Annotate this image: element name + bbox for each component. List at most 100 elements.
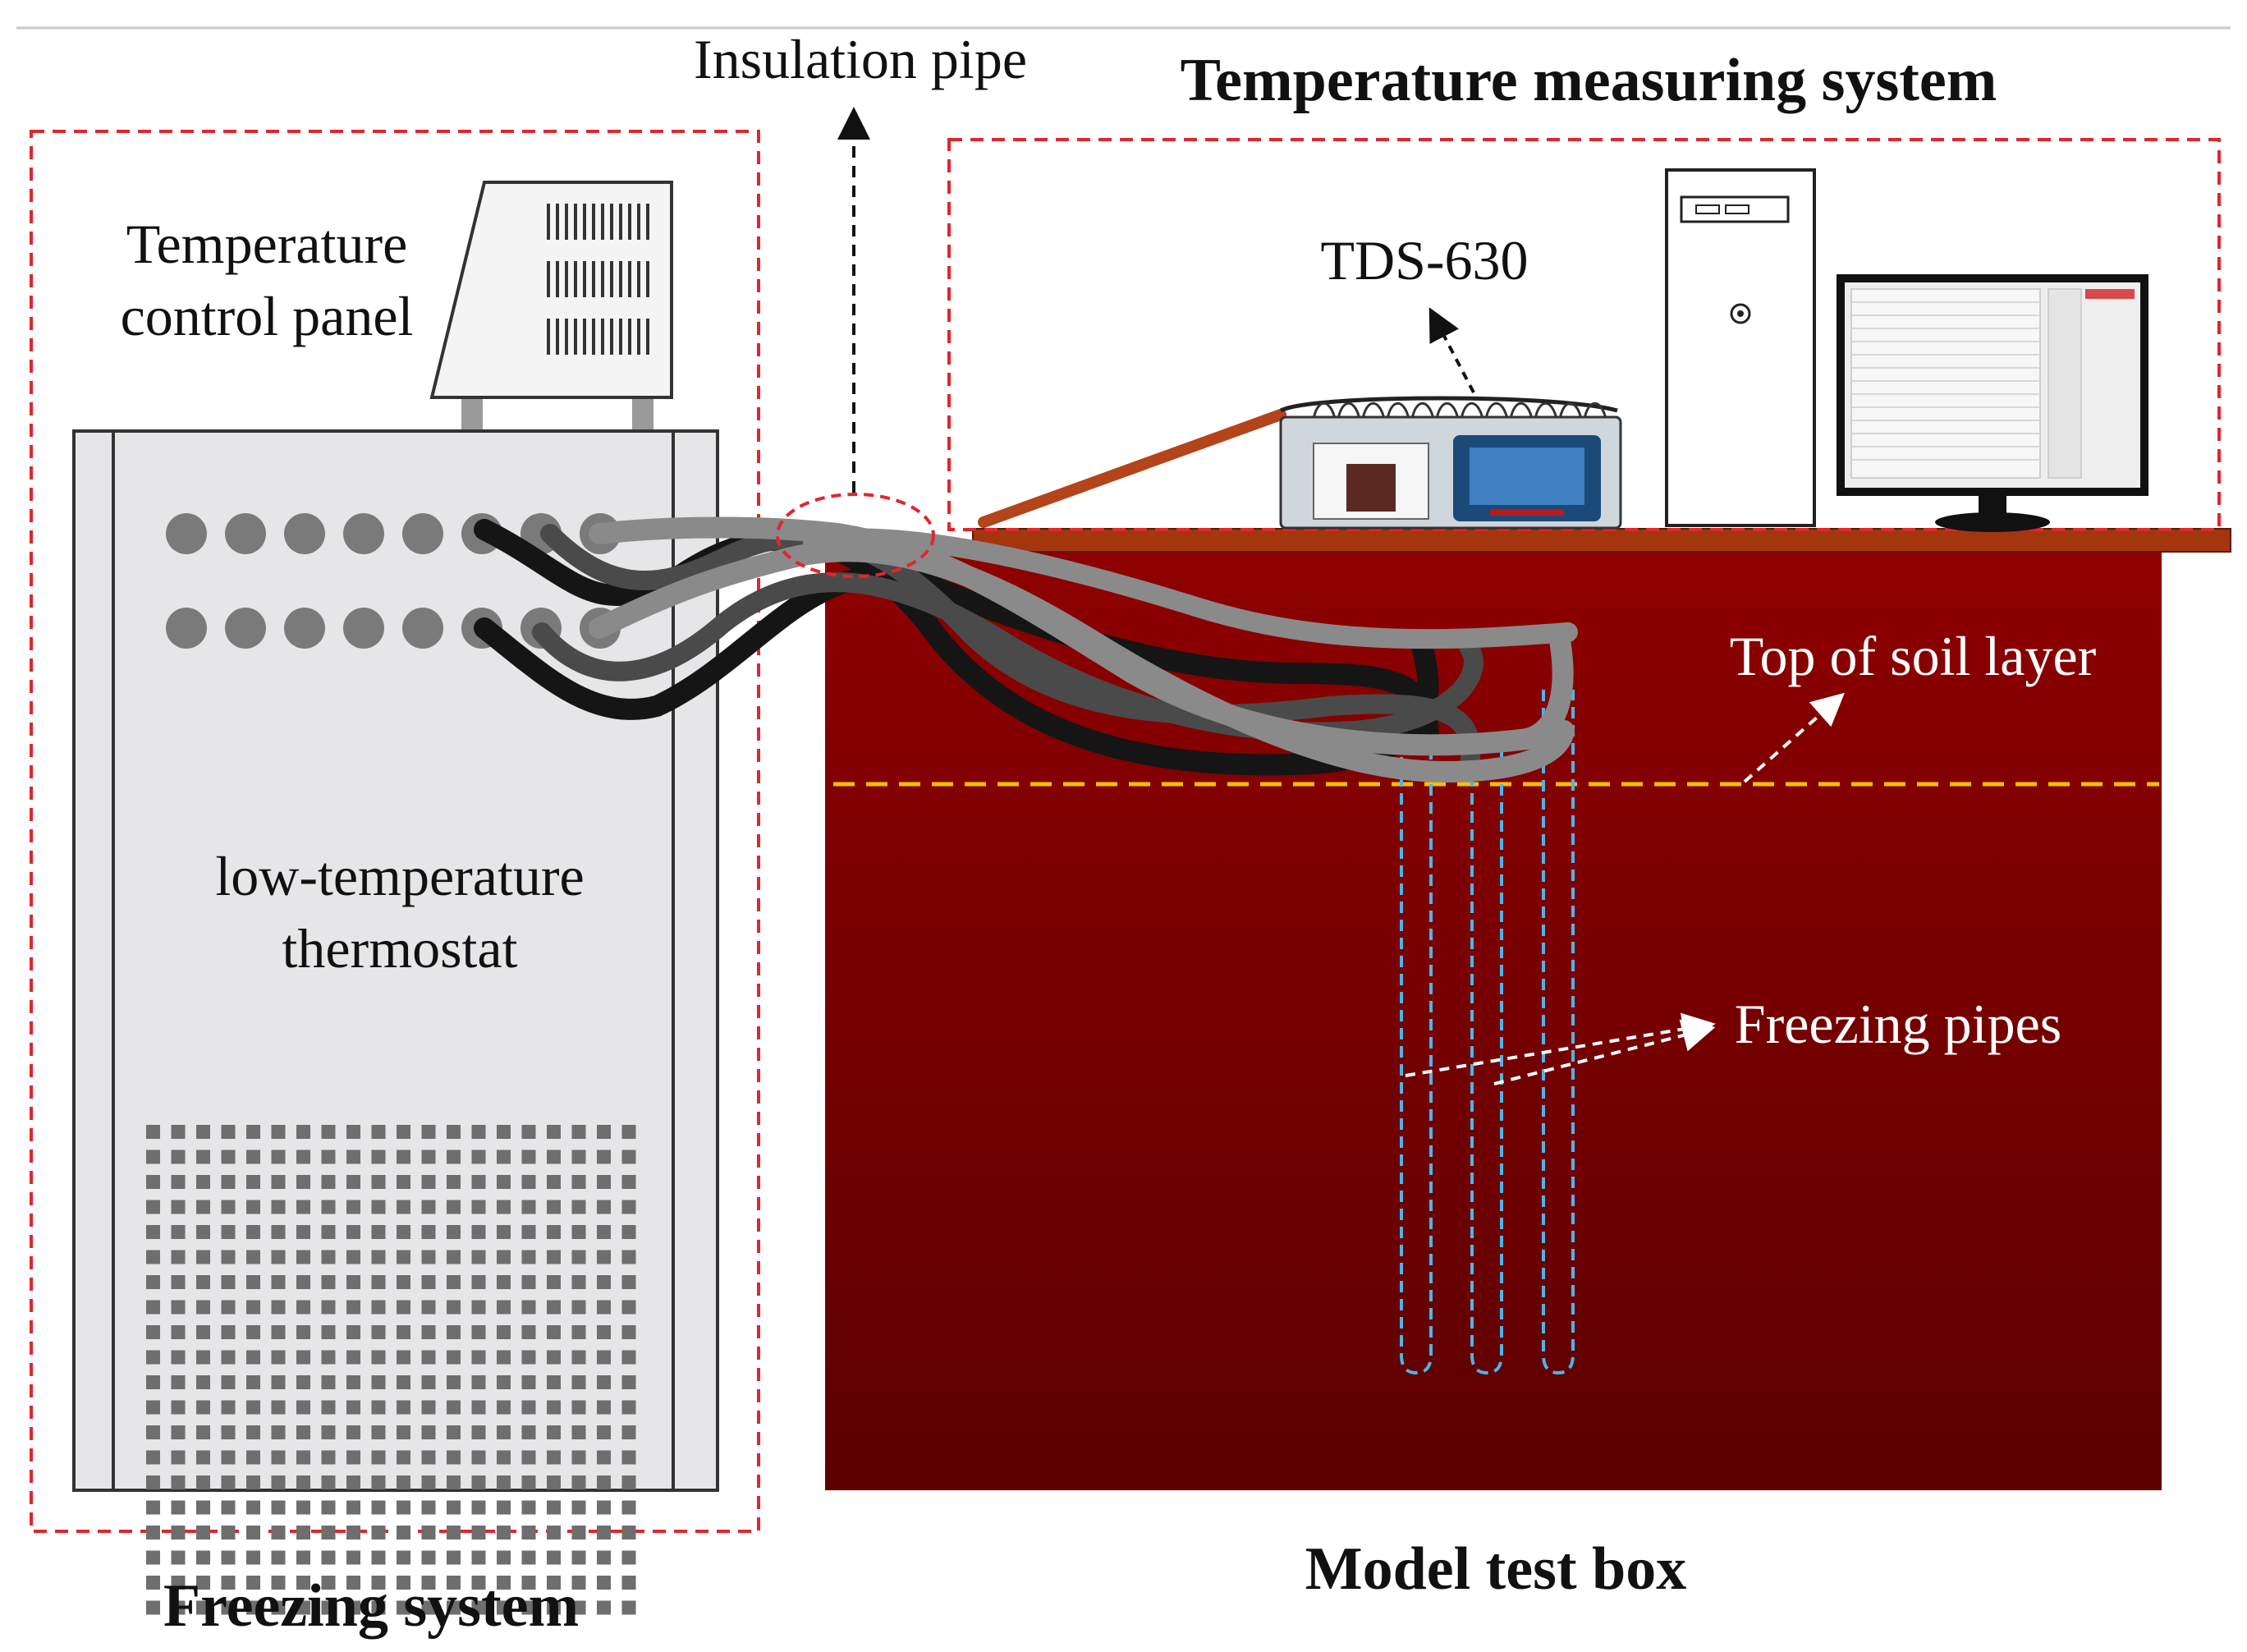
vent-hole [246, 1125, 260, 1139]
vent-hole [146, 1375, 160, 1389]
vent-hole [296, 1550, 310, 1565]
vent-hole [521, 1526, 536, 1540]
top-of-soil-arrow [1743, 692, 1845, 783]
vent-hole [497, 1550, 511, 1565]
vent-hole [621, 1425, 636, 1439]
vent-hole [146, 1600, 160, 1615]
vent-hole [321, 1175, 336, 1189]
vent-hole [421, 1475, 436, 1489]
vent-hole [321, 1600, 336, 1615]
port-dot [402, 608, 443, 649]
vent-hole [246, 1250, 260, 1264]
vent-hole [497, 1375, 511, 1389]
vent-hole [321, 1250, 336, 1264]
vent-hole [421, 1200, 436, 1214]
vent-hole [571, 1175, 586, 1189]
logger-wire [1312, 402, 1337, 420]
tds-630-arrow [1428, 307, 1475, 393]
vent-hole [447, 1300, 461, 1315]
vent-hole [597, 1175, 611, 1189]
vent-hole [296, 1175, 310, 1189]
vent-hole [497, 1325, 511, 1339]
vent-hole [521, 1400, 536, 1415]
vent-hole [371, 1250, 386, 1264]
vent-hole [171, 1600, 186, 1615]
vent-hole [346, 1200, 360, 1214]
vent-hole [597, 1375, 611, 1389]
logger-wire [1386, 402, 1410, 420]
vent-hole [371, 1150, 386, 1164]
vent-hole [146, 1400, 160, 1415]
vent-hole [547, 1275, 561, 1289]
vent-hole [497, 1125, 511, 1139]
vent-hole [371, 1375, 386, 1389]
vent-hole [221, 1500, 236, 1515]
vent-hole [421, 1350, 436, 1365]
vent-hole [246, 1526, 260, 1540]
vent-hole [221, 1526, 236, 1540]
vent-hole [196, 1500, 210, 1515]
vent-hole [547, 1175, 561, 1189]
vent-hole [321, 1350, 336, 1365]
vent-hole [346, 1375, 360, 1389]
vent-hole [246, 1325, 260, 1339]
vent-hole [221, 1400, 236, 1415]
port-dot [166, 608, 207, 649]
vent-hole [497, 1600, 511, 1615]
vent-hole [321, 1325, 336, 1339]
vent-hole [497, 1400, 511, 1415]
vent-hole [296, 1350, 310, 1365]
vent-hole [346, 1175, 360, 1189]
vent-hole [346, 1150, 360, 1164]
vent-hole [271, 1175, 286, 1189]
vent-hole [547, 1600, 561, 1615]
vent-hole [196, 1550, 210, 1565]
vent-hole [321, 1400, 336, 1415]
vent-hole [571, 1125, 586, 1139]
vent-hole [621, 1500, 636, 1515]
vent-hole [321, 1275, 336, 1289]
vent-hole [571, 1200, 586, 1214]
vent-hole [196, 1150, 210, 1164]
vent-hole [346, 1500, 360, 1515]
vent-hole [397, 1275, 410, 1289]
vent-hole [521, 1550, 536, 1565]
vent-hole [371, 1475, 386, 1489]
vent-hole [447, 1526, 461, 1540]
vent-hole [621, 1350, 636, 1365]
vent-hole [171, 1300, 186, 1315]
vent-hole [597, 1425, 611, 1439]
vent-hole [621, 1400, 636, 1415]
vent-hole [621, 1475, 636, 1489]
vent-hole [271, 1325, 286, 1339]
logger-wire [1460, 402, 1484, 420]
vent-hole [621, 1300, 636, 1315]
insulation-pipe-label: Insulation pipe [694, 28, 1027, 90]
vent-hole [196, 1350, 210, 1365]
vent-hole [346, 1300, 360, 1315]
freezing-pipes-label: Freezing pipes [1735, 993, 2061, 1055]
vent-hole [196, 1450, 210, 1465]
vent-hole [246, 1275, 260, 1289]
vent-hole [471, 1576, 486, 1590]
freezing-pipes [1400, 690, 1575, 1375]
vent-hole [597, 1250, 611, 1264]
vent-hole [271, 1475, 286, 1489]
vent-hole [447, 1250, 461, 1264]
vent-hole [547, 1550, 561, 1565]
vent-hole [371, 1200, 386, 1214]
vent-hole [471, 1400, 486, 1415]
vent-hole [221, 1550, 236, 1565]
vent-hole [497, 1300, 511, 1315]
vent-hole [397, 1450, 410, 1465]
vent-hole [521, 1225, 536, 1239]
vent-hole [296, 1450, 310, 1465]
vent-hole [221, 1150, 236, 1164]
vent-hole [521, 1600, 536, 1615]
vent-hole [421, 1526, 436, 1540]
vent-hole [346, 1576, 360, 1590]
vent-hole [471, 1175, 486, 1189]
vent-hole [597, 1275, 611, 1289]
vent-hole [146, 1425, 160, 1439]
